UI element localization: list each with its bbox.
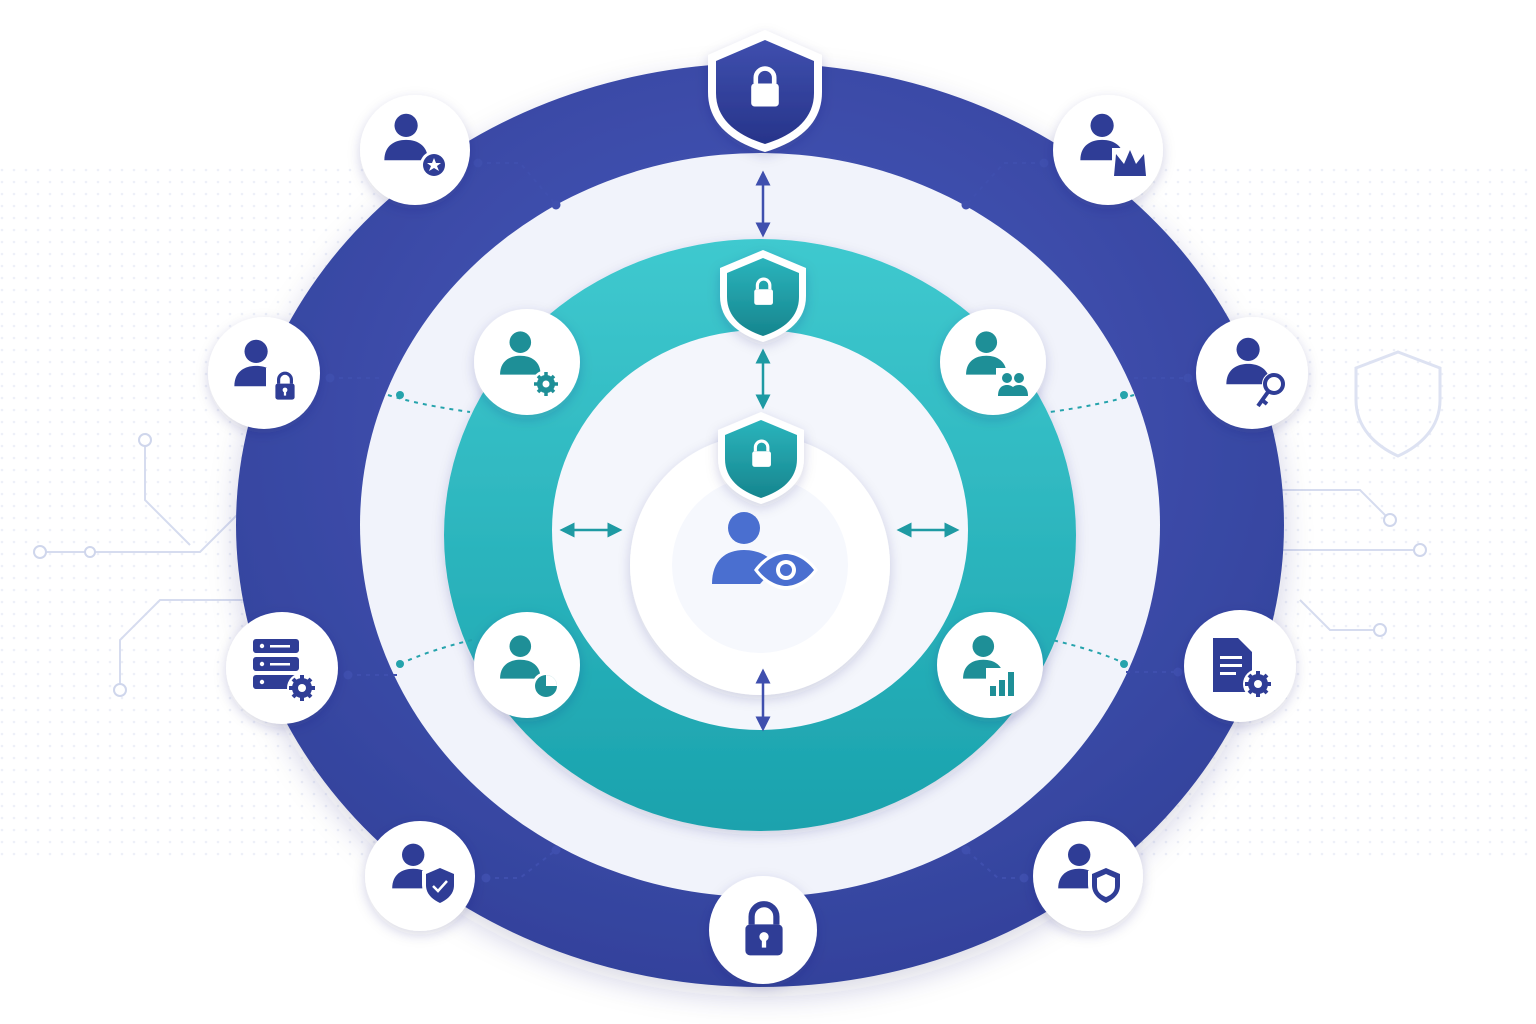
server-gear-icon <box>253 639 317 703</box>
outer-shield-lock-icon <box>708 30 822 152</box>
connector-dots <box>325 158 1193 883</box>
background-shield-icon <box>1354 350 1442 458</box>
user-key-icon <box>1226 337 1286 408</box>
user-star-icon <box>384 113 448 179</box>
user-lock-icon <box>234 339 302 406</box>
inner-shield-lock-icon <box>720 250 806 342</box>
user-gear-icon <box>500 331 560 398</box>
user-shield-icon <box>1058 843 1124 907</box>
core-shield-lock-icon <box>718 412 804 504</box>
user-bar-chart-icon <box>963 635 1020 698</box>
user-chart-pie-icon <box>500 635 560 700</box>
user-eye-icon <box>712 512 818 590</box>
user-shield-check-icon <box>392 843 458 907</box>
user-group-icon <box>966 331 1030 398</box>
outer-connectors <box>330 162 1188 879</box>
user-crown-icon <box>1080 113 1146 178</box>
document-gear-icon <box>1213 638 1273 699</box>
